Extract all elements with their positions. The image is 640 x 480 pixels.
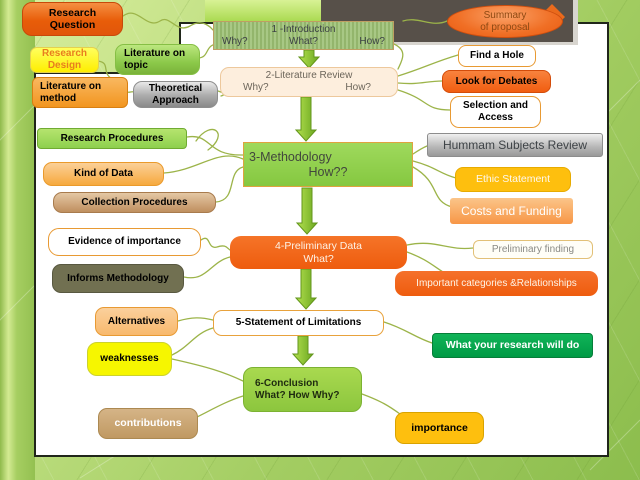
node-evidence-of-importance: Evidence of importance [48, 228, 201, 256]
flow-arrow-2 [294, 96, 318, 142]
lime-header-block [205, 0, 322, 22]
step-title: 4-Preliminary Data [275, 240, 362, 253]
flow-arrow-4 [294, 268, 318, 310]
node-preliminary-finding: Preliminary finding [473, 240, 593, 259]
question-how: How?? [308, 164, 348, 179]
node-theoretical-approach: Theoretical Approach [133, 81, 218, 108]
node-collection-procedures: Collection Procedures [53, 192, 216, 213]
node-literature-on-topic: Literature on topic [115, 44, 200, 75]
node-weaknesses: weaknesses [87, 342, 172, 376]
flow-step-statement-of-limitations: 5-Statement of Limitations [213, 310, 384, 336]
node-alternatives: Alternatives [95, 307, 178, 336]
node-find-a-hole: Find a Hole [458, 45, 536, 67]
node-research-question: Research Question [22, 2, 123, 36]
node-importance: importance [395, 412, 484, 444]
flow-arrow-3 [295, 187, 319, 235]
flow-step-conclusion: 6-Conclusion What? How Why? [243, 367, 362, 412]
node-informs-methodology: Informs Methodology [52, 264, 184, 293]
node-hummam-subjects-review: Hummam Subjects Review [427, 133, 603, 157]
node-what-your-research-will-do: What your research will do [432, 333, 593, 358]
question-why: Why? [243, 82, 269, 93]
flow-step-preliminary-data: 4-Preliminary Data What? [230, 236, 407, 269]
question-how: How? [359, 35, 385, 47]
template-left-band [0, 0, 35, 480]
step-title: 2-Literature Review [265, 70, 353, 82]
step-title: 6-Conclusion [255, 377, 319, 389]
flow-arrow-1 [297, 49, 321, 69]
node-costs-and-funding: Costs and Funding [450, 198, 573, 224]
step-questions: What? How Why? [255, 389, 340, 401]
node-research-procedures: Research Procedures [37, 128, 187, 149]
node-kind-of-data: Kind of Data [43, 162, 164, 186]
summary-of-proposal-ellipse: Summary of proposal [447, 5, 563, 38]
flow-step-methodology: 3-Methodology How?? [243, 142, 413, 187]
node-literature-on-method: Literature on method [32, 77, 128, 108]
step-title: 3-Methodology [249, 149, 332, 164]
flow-step-introduction: 1 -Introduction Why? What? How? [213, 21, 394, 50]
node-selection-and-access: Selection and Access [450, 96, 541, 128]
node-important-categories: Important categories &Relationships [395, 271, 598, 296]
flow-arrows [291, 49, 321, 366]
node-contributions: contributions [98, 408, 198, 439]
question-how: How? [345, 82, 371, 93]
node-look-for-debates: Look for Debates [442, 70, 551, 93]
step-title: 5-Statement of Limitations [235, 317, 362, 329]
node-research-design: Research Design [30, 47, 99, 73]
flow-step-literature-review: 2-Literature Review Why? How? [220, 67, 398, 97]
flow-arrow-5 [291, 335, 315, 366]
question-why: Why? [222, 35, 248, 47]
step-title: 1 -Introduction [271, 23, 336, 35]
question-what: What? [289, 35, 318, 47]
node-ethic-statement: Ethic Statement [455, 167, 571, 192]
question-what: What? [303, 252, 334, 265]
